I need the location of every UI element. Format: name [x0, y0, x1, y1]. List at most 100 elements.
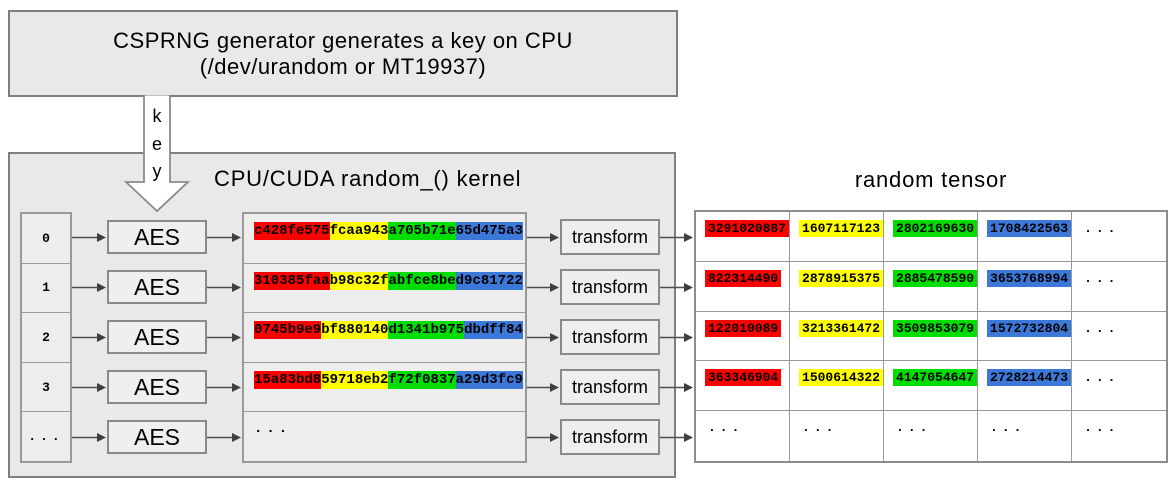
- index-cell: 3: [22, 363, 70, 413]
- hex-segment-red: 0745b9e9: [254, 321, 322, 340]
- tensor-cell: 1500614322: [790, 361, 885, 412]
- hex-segment-green: f72f0837: [388, 370, 456, 389]
- tensor-cell: ...: [884, 411, 979, 461]
- tensor-value-red: 3291020887: [705, 220, 790, 237]
- index-cell: 2: [22, 313, 70, 363]
- transform-label: transform: [571, 276, 649, 297]
- hex-segment-blue: dbdff84: [464, 321, 523, 340]
- tensor-value-green: 3509853079: [893, 319, 978, 337]
- tensor-value-blue: 1708422563: [987, 220, 1072, 237]
- csprng-line1: CSPRNG generator generates a key on CPU: [113, 27, 573, 53]
- tensor-value-none: ...: [708, 420, 744, 436]
- transform-label: transform: [571, 226, 649, 247]
- tensor-value-green: 4147054647: [893, 369, 978, 387]
- tensor-title: random tensor: [854, 167, 1008, 192]
- tensor-value-green: 2885478590: [893, 269, 978, 287]
- hex-row: 0745b9e9bf880140d1341b975dbdff84: [244, 313, 525, 363]
- transform-box: transform: [560, 219, 660, 255]
- hex-segment-blue: 65d475a3: [455, 222, 523, 240]
- aes-box: AES: [107, 370, 207, 404]
- aes-label: AES: [133, 223, 181, 250]
- hex-segment-blue: d9c81722: [455, 271, 523, 290]
- tensor-cell: 2802169630: [884, 212, 979, 262]
- aes-label: AES: [133, 323, 181, 350]
- tensor-cell: 4147054647: [884, 361, 979, 412]
- tensor-value-blue: 1572732804: [987, 319, 1072, 337]
- tensor-cell: ...: [790, 411, 885, 461]
- csprng-box: CSPRNG generator generates a key on CPU …: [8, 10, 678, 97]
- transform-box: transform: [560, 269, 660, 305]
- aes-box: AES: [107, 320, 207, 354]
- hex-segment-yellow: fcaa943: [329, 222, 389, 240]
- csprng-line2: (/dev/urandom or MT19937): [199, 53, 487, 79]
- tensor-value-blue: 2728214473: [987, 369, 1072, 387]
- tensor-cell: 2885478590: [884, 261, 979, 312]
- key-letter-e: e: [151, 134, 163, 154]
- kernel-title: CPU/CUDA random_() kernel: [214, 166, 522, 191]
- tensor-value-blue: 3653768994: [987, 269, 1072, 287]
- transform-box: transform: [560, 369, 660, 405]
- tensor-value-none: ...: [1084, 221, 1120, 236]
- aes-label: AES: [133, 273, 181, 300]
- hex-segment-none: ...: [254, 421, 292, 438]
- index-cell: ...: [28, 429, 64, 445]
- hex-segment-green: d1341b975: [388, 321, 465, 340]
- transform-label: transform: [571, 426, 649, 447]
- hex-segment-green: a705b71e: [388, 222, 456, 240]
- tensor-cell: 1572732804: [978, 311, 1073, 362]
- tensor-cell: 3509853079: [884, 311, 979, 362]
- hex-row: ...: [244, 412, 525, 461]
- aes-label: AES: [133, 423, 181, 450]
- transform-box: transform: [560, 319, 660, 355]
- tensor-value-yellow: 1607117123: [799, 220, 884, 237]
- aes-label: AES: [133, 373, 181, 400]
- tensor-value-yellow: 3213361472: [799, 319, 884, 337]
- tensor-cell: ...: [1072, 312, 1166, 362]
- hex-segment-red: c428fe575: [254, 222, 330, 240]
- tensor-cell: 363346904: [696, 361, 791, 412]
- tensor-cell: ...: [1072, 361, 1166, 412]
- key-letter-y: y: [152, 161, 162, 181]
- tensor-cell: ...: [1072, 262, 1166, 312]
- tensor-cell: 3213361472: [790, 311, 885, 362]
- index-cell: 0: [22, 214, 70, 264]
- tensor-value-none: ...: [1084, 270, 1120, 286]
- hex-row: 15a83bd859718eb2f72f0837a29d3fc9: [244, 363, 525, 413]
- tensor-cell: 822314490: [696, 261, 791, 312]
- tensor-value-red: 363346904: [705, 369, 782, 387]
- tensor-value-none: ...: [1084, 320, 1120, 336]
- transform-label: transform: [571, 326, 649, 347]
- hex-segment-green: abfce8be: [388, 271, 456, 290]
- tensor-value-none: ...: [1084, 420, 1120, 436]
- transform-box: transform: [560, 419, 660, 455]
- tensor-value-none: ...: [990, 420, 1026, 436]
- hex-segment-red: 15a83bd8: [254, 370, 322, 389]
- tensor-value-yellow: 1500614322: [799, 369, 884, 387]
- hex-segment-yellow: b98c32f: [329, 271, 389, 290]
- tensor-cell: 2878915375: [790, 261, 885, 312]
- key-letter-k: k: [152, 106, 162, 126]
- hex-row: c428fe575fcaa943a705b71e65d475a3: [244, 214, 525, 264]
- tensor-value-none: ...: [1084, 370, 1120, 386]
- tensor-cell: 122010089: [696, 311, 791, 362]
- aes-box: AES: [107, 270, 207, 304]
- tensor-cell: 1607117123: [790, 212, 885, 262]
- tensor-cell: ...: [696, 411, 791, 461]
- tensor-cell: ...: [1072, 411, 1166, 461]
- tensor-value-red: 822314490: [705, 269, 782, 287]
- hex-segment-red: 310385faa: [254, 271, 330, 290]
- hex-segment-yellow: 59718eb2: [321, 370, 389, 389]
- tensor-value-red: 122010089: [705, 319, 782, 337]
- tensor-cell: ...: [1072, 212, 1166, 262]
- tensor-value-yellow: 2878915375: [799, 269, 884, 287]
- aes-box: AES: [107, 420, 207, 454]
- index-cell: 1: [22, 264, 70, 314]
- hex-row: 310385faab98c32fabfce8bed9c81722: [244, 264, 525, 314]
- tensor-value-green: 2802169630: [893, 220, 978, 237]
- tensor-cell: 2728214473: [978, 361, 1073, 412]
- tensor-cell: 3653768994: [978, 261, 1073, 312]
- hex-segment-yellow: bf880140: [321, 321, 389, 340]
